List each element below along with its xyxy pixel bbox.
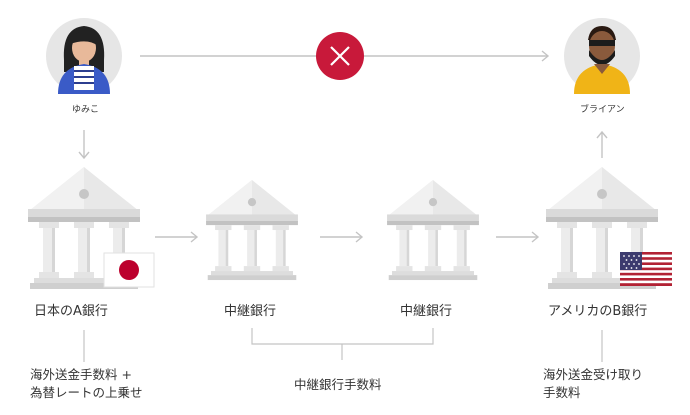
up-arrow xyxy=(596,130,608,158)
arrow-intermediary-to-intermediary xyxy=(319,231,363,243)
origin-fee-line1: 海外送金手数料 + xyxy=(30,367,132,382)
us-flag-icon xyxy=(620,252,672,286)
destination-bank-label: アメリカのB銀行 xyxy=(548,304,648,319)
origin-bank-label: 日本のA銀行 xyxy=(34,304,108,319)
destination-fee-note: 海外送金受け取り 手数料 xyxy=(543,366,643,402)
intermediary-bank-1-icon xyxy=(206,180,298,281)
intermediary-bank-2-label: 中継銀行 xyxy=(400,304,453,319)
destination-fee-line2: 手数料 xyxy=(543,385,581,400)
japan-flag-icon xyxy=(103,252,155,288)
origin-fee-note: 海外送金手数料 + 為替レートの上乗せ xyxy=(30,366,143,402)
intermediary-fee-bracket xyxy=(251,328,434,360)
receiver-name: ブライアン xyxy=(580,105,625,115)
intermediary-bank-2-icon xyxy=(387,180,479,281)
sender-name: ゆみこ xyxy=(72,105,100,115)
arrow-origin-to-intermediary xyxy=(154,231,198,243)
arrow-intermediary-to-destination xyxy=(495,231,539,243)
origin-fee-line2: 為替レートの上乗せ xyxy=(30,385,143,400)
direct-transfer-arrowhead xyxy=(541,50,550,62)
sender-avatar xyxy=(46,18,122,94)
intermediary-bank-1-label: 中継銀行 xyxy=(224,304,277,319)
receiver-avatar xyxy=(564,18,640,94)
blocked-icon xyxy=(316,32,364,80)
destination-fee-line1: 海外送金受け取り xyxy=(543,367,644,382)
down-arrow xyxy=(78,130,90,160)
intermediary-fee-note: 中継銀行手数料 xyxy=(294,377,382,392)
